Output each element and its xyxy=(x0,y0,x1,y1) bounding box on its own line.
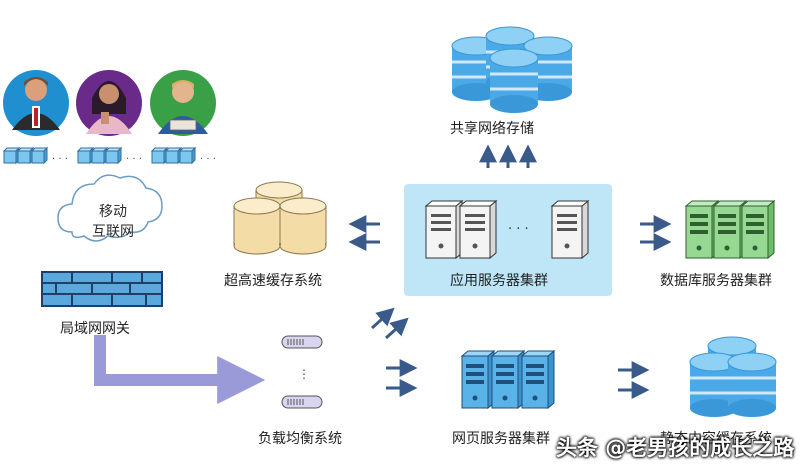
database-icon xyxy=(450,25,574,115)
svg-text:· · ·: · · · xyxy=(200,154,216,165)
database-icon xyxy=(688,335,778,419)
server-icon xyxy=(461,350,555,409)
gateway-label: 局域网网关 xyxy=(60,321,130,337)
cloud-label-line2: 互联网 xyxy=(92,224,134,240)
avatar-businessman-icon xyxy=(150,70,216,136)
app-cluster-label: 应用服务器集群 xyxy=(450,273,548,289)
cache-system-label: 超高速缓存系统 xyxy=(224,273,322,289)
up-arrows xyxy=(479,144,537,168)
device-row-icon: · · · xyxy=(151,147,216,165)
right-arrows xyxy=(618,361,650,399)
static-cache-label: 静态内容缓存系统 xyxy=(660,431,772,447)
device-row-icon: · · · xyxy=(3,147,68,165)
gateway-to-loadbalancer-arrow xyxy=(94,335,266,404)
cloud-label-line1: 移动 xyxy=(99,204,127,220)
svg-text:· · ·: · · · xyxy=(52,154,68,165)
firewall-icon xyxy=(41,271,163,307)
cloud-icon xyxy=(57,174,163,242)
left-arrows xyxy=(348,215,380,251)
shared-storage-label: 共享网络存储 xyxy=(450,121,534,137)
avatar-man-icon xyxy=(3,70,69,136)
db-cluster-label: 数据库服务器集群 xyxy=(660,273,772,289)
right-arrows xyxy=(640,215,672,251)
watermark: 头条 @老男孩的成长之路 xyxy=(556,436,795,460)
database-icon xyxy=(233,181,327,255)
device-row-icon: · · · xyxy=(77,147,142,165)
avatar-woman-icon xyxy=(76,70,142,136)
load-balancer-label: 负载均衡系统 xyxy=(258,431,342,447)
svg-text:· · ·: · · · xyxy=(126,154,142,165)
switch-icon: ⋮ xyxy=(281,335,323,409)
diagonal-arrows xyxy=(370,307,409,340)
svg-text:⋮: ⋮ xyxy=(298,367,310,381)
web-cluster-label: 网页服务器集群 xyxy=(452,431,550,447)
server-ellipsis: · · · xyxy=(508,222,529,237)
right-arrows xyxy=(386,359,418,397)
server-icon xyxy=(685,200,775,259)
